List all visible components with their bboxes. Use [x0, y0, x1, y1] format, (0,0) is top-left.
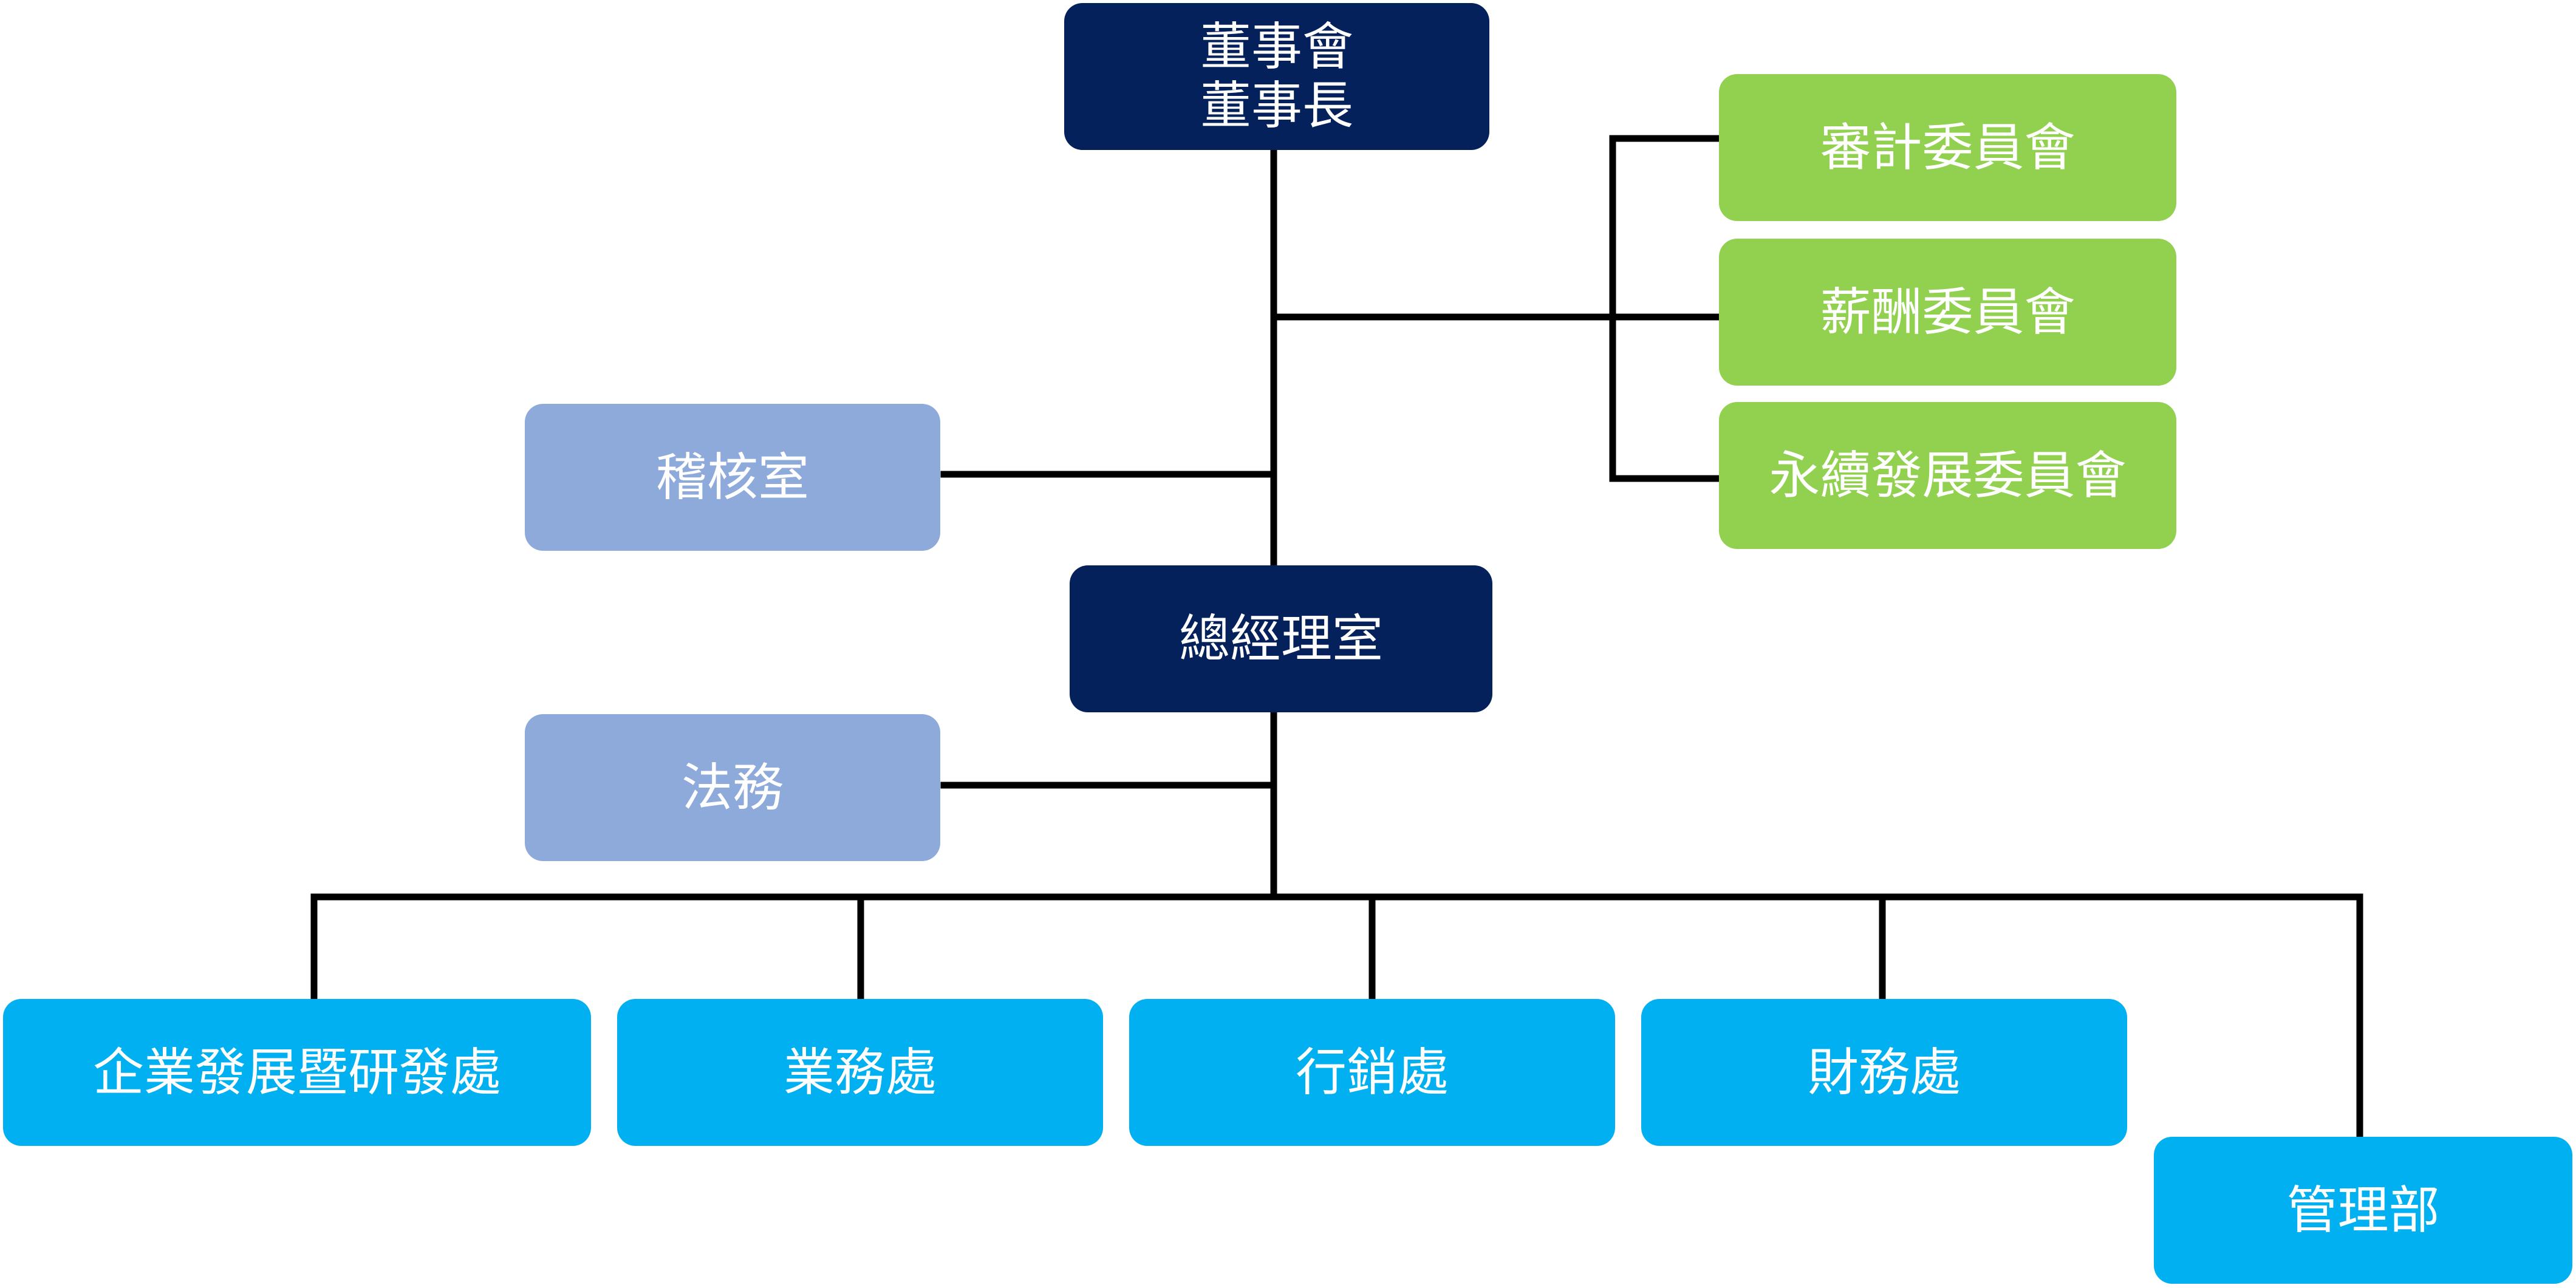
remuneration-committee-label: 薪酬委員會: [1820, 282, 2075, 342]
department-label: 行銷處: [1295, 1042, 1449, 1102]
chairman-label: 董事長: [1200, 76, 1353, 135]
audit-committee-box: 審計委員會: [1719, 74, 2176, 221]
sustainability-committee-box: 永續發展委員會: [1719, 402, 2176, 549]
gm-office-label: 總經理室: [1178, 608, 1383, 669]
gm-office-box: 總經理室: [1070, 565, 1492, 712]
remuneration-committee-box: 薪酬委員會: [1719, 239, 2176, 386]
board-of-directors-box: 董事會 董事長: [1064, 3, 1489, 150]
sustainability-committee-label: 永續發展委員會: [1769, 445, 2127, 505]
department-label: 管理部: [2286, 1180, 2440, 1240]
legal-box: 法務: [525, 714, 940, 861]
audit-office-label: 稽核室: [655, 447, 809, 507]
department-label: 業務處: [783, 1042, 937, 1102]
department-box: 業務處: [617, 999, 1103, 1146]
board-label: 董事會: [1200, 17, 1353, 77]
department-label: 財務處: [1807, 1042, 1961, 1102]
audit-committee-label: 審計委員會: [1820, 117, 2075, 177]
department-box: 企業發展暨研發處: [3, 999, 591, 1146]
department-box: 行銷處: [1129, 999, 1615, 1146]
legal-label: 法務: [681, 757, 784, 817]
department-box: 財務處: [1641, 999, 2127, 1146]
audit-office-box: 稽核室: [525, 404, 940, 551]
department-label: 企業發展暨研發處: [92, 1042, 501, 1102]
department-box: 管理部: [2154, 1137, 2572, 1284]
